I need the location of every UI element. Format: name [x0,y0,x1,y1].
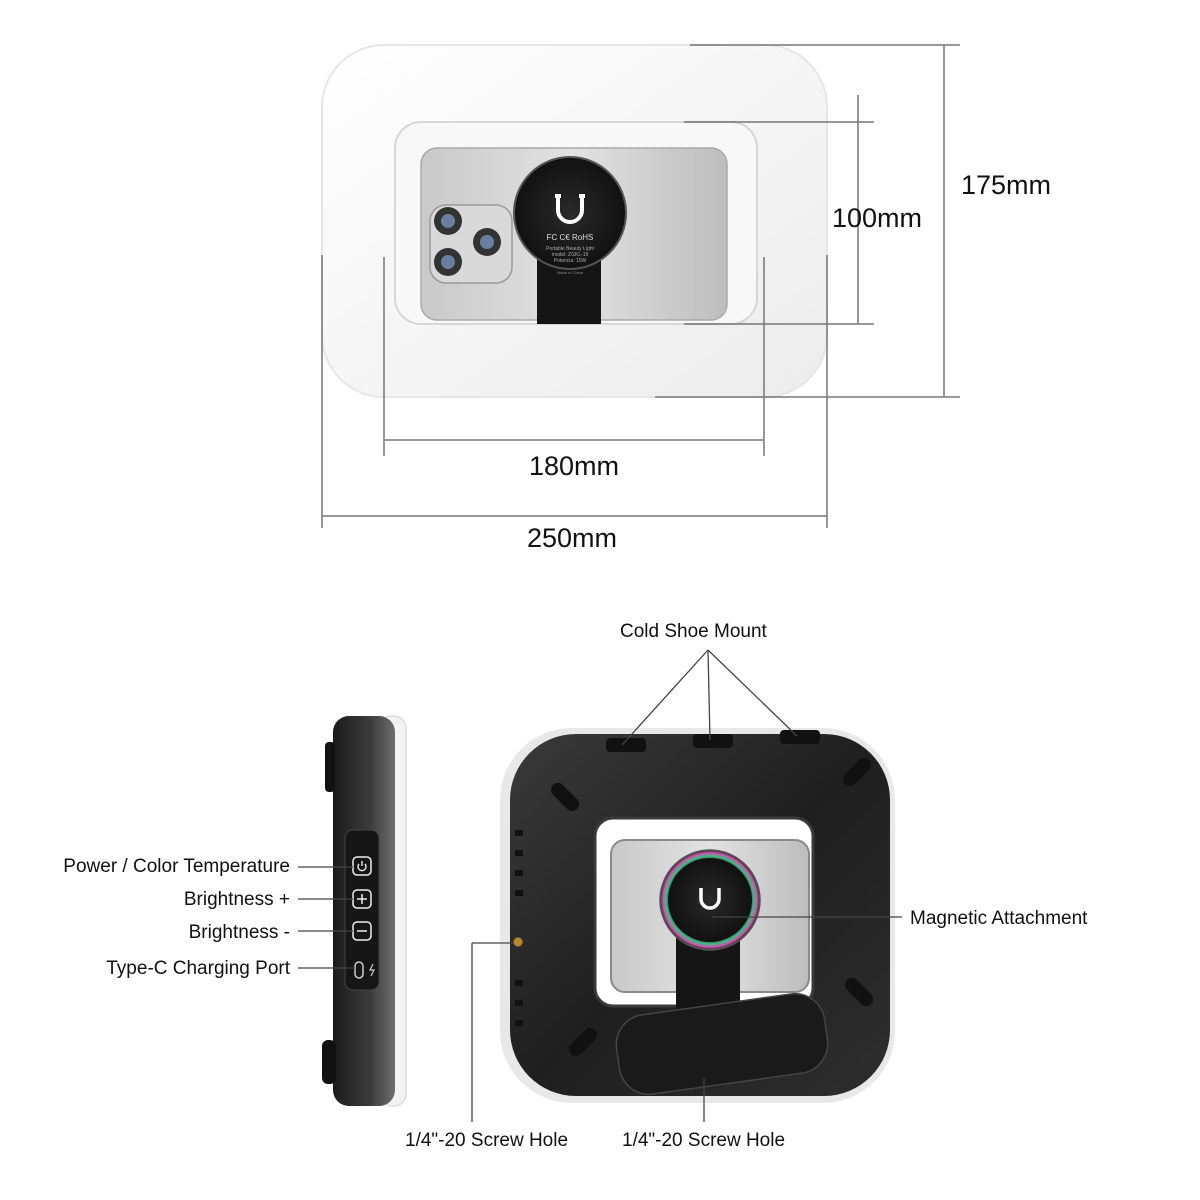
power-icon [352,856,372,876]
callout-screw-hole-bottom: 1/4"-20 Screw Hole [622,1130,786,1151]
type-c-port-icon [354,961,375,979]
dimension-lines [321,44,960,528]
callout-cold-shoe-mount: Cold Shoe Mount [620,621,767,642]
side-view-light [322,715,407,1107]
phone-camera [429,204,513,284]
screw-hole-side [512,936,524,948]
magnet-icon-back [699,888,721,910]
callout-magnetic-attachment: Magnetic Attachment [910,908,1088,929]
control-panel [344,829,380,991]
device-label-fc: FC C€ RoHS [547,233,594,242]
device-label-line1: Portable Beauty Light [546,246,594,252]
device-label-made: Made in China [557,270,584,275]
dimension-width-outer: 250mm [527,523,618,553]
device-label-line3: Potencia: 15W [554,258,587,264]
magnetic-disk [513,156,627,270]
back-view-light [500,728,895,1103]
callout-lines [298,649,902,1122]
device-label-line2: model: ZGKL-19 [552,252,589,258]
dimension-height-outer: 175mm [961,170,1052,200]
callout-screw-hole-side: 1/4"-20 Screw Hole [405,1130,569,1151]
dimension-height-inner: 100mm [832,203,923,233]
dimension-width-inner: 180mm [529,451,620,481]
front-view-light: FC C€ RoHS Portable Beauty Light model: … [321,44,828,398]
callout-brightness-minus: Brightness - [188,922,290,943]
callout-type-c-charging-port: Type-C Charging Port [106,958,290,979]
callout-power-color-temperature: Power / Color Temperature [63,856,290,877]
magnet-icon [556,196,584,224]
callout-brightness-plus: Brightness + [183,889,290,910]
